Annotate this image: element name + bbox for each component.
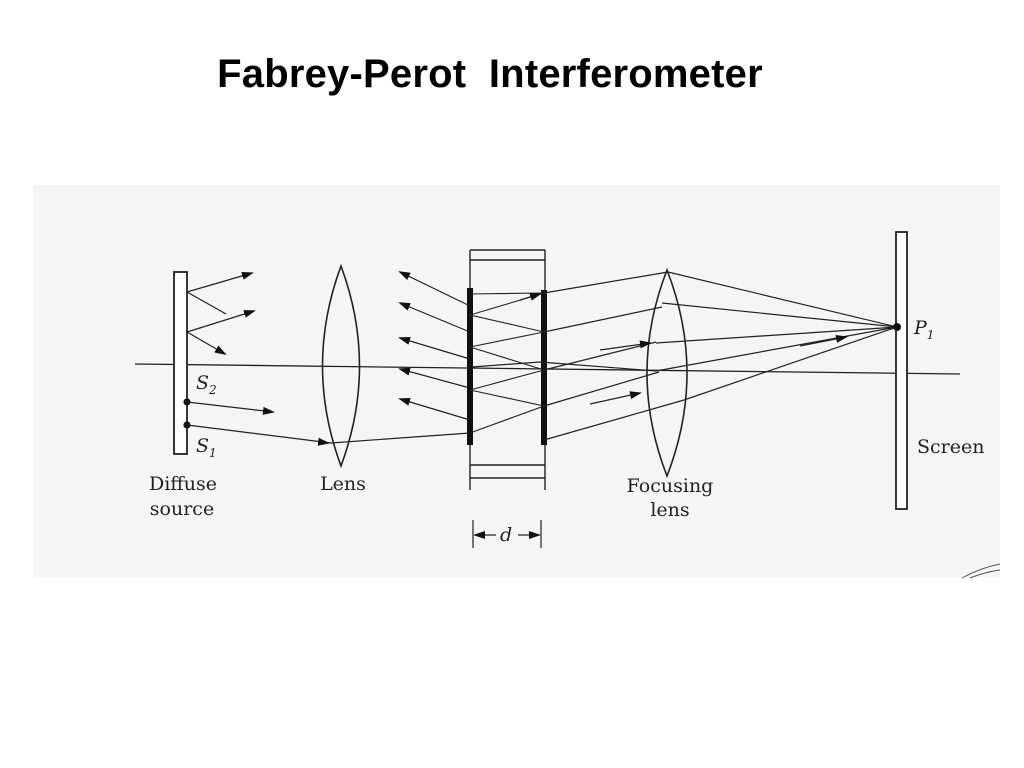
etalon-mirror-right [541, 290, 547, 445]
diffuse-source-label-line1: Diffuse [149, 473, 217, 495]
screen-plate [895, 231, 908, 510]
focusing-lens [646, 267, 688, 479]
etalon-mirror-left [467, 288, 473, 445]
s2-label: S2 [196, 372, 217, 397]
converging-rays [589, 271, 898, 405]
p1-label: P1 [913, 317, 934, 342]
transmitted-rays [471, 271, 685, 441]
focus-point-p1 [893, 323, 901, 331]
focusing-lens-label-line1: Focusing [627, 475, 714, 497]
internal-reflections [467, 292, 546, 434]
lens-label: Lens [320, 473, 366, 495]
focusing-lens-label-line2: lens [650, 499, 689, 521]
spacing-indicator [472, 520, 542, 548]
s2-ray [186, 401, 275, 415]
collimating-lens [321, 263, 361, 469]
screen-label: Screen [917, 436, 984, 458]
s1-ray [186, 424, 471, 444]
diffuse-source-label-line2: source [150, 498, 214, 520]
etalon-housing [469, 249, 546, 490]
scan-artifact [961, 563, 1001, 579]
source-scatter-rays [186, 271, 256, 356]
slide-title: Fabrey-Perot Interferometer [217, 52, 763, 96]
reflected-rays [398, 271, 471, 421]
spacing-label: d [500, 524, 512, 546]
diffuse-source-plate [173, 271, 188, 455]
s1-label: S1 [196, 435, 217, 460]
